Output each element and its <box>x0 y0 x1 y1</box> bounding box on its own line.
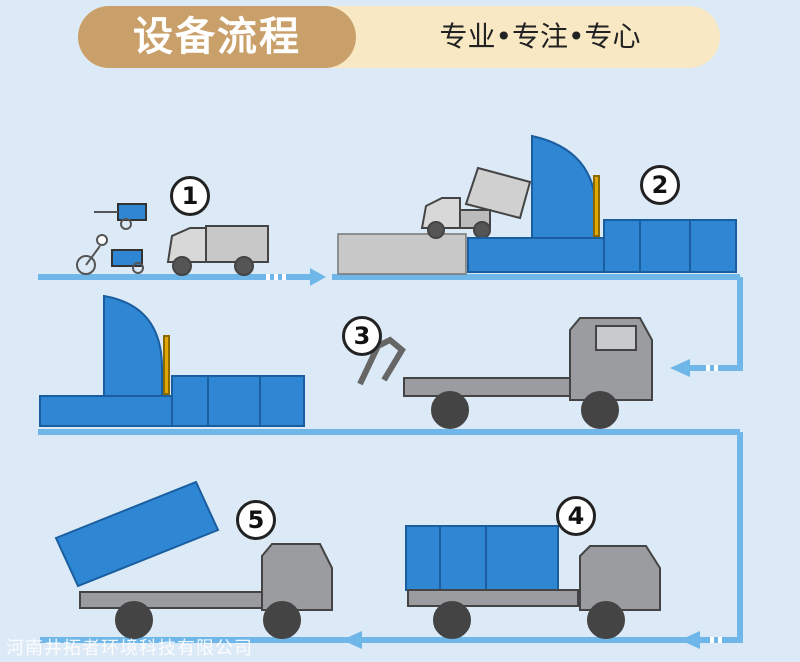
page-title: 设备流程 <box>133 14 301 60</box>
dumping-truck <box>420 166 532 239</box>
container-2 <box>603 219 737 273</box>
slogan-text: 专业•专注•专心 <box>439 20 641 53</box>
hooklift-truck-loaded <box>405 525 661 639</box>
tricycle-cart <box>76 203 147 275</box>
small-garbage-truck <box>166 225 269 276</box>
step-1-badge: 1 <box>170 176 210 216</box>
step-2-badge: 2 <box>640 165 680 205</box>
flow-dashes <box>266 274 722 643</box>
step-4-badge: 4 <box>556 496 596 536</box>
container-3 <box>171 375 305 427</box>
ground-station <box>337 233 467 275</box>
flow-lines <box>38 274 743 643</box>
title-pill <box>78 6 356 68</box>
company-watermark: 河南井拓者环境科技有限公司 <box>6 638 253 659</box>
compactor-hopper-3 <box>39 294 175 427</box>
step-3-badge: 3 <box>342 316 382 356</box>
flow-arrow-heads <box>310 268 700 649</box>
hooklift-truck-empty <box>357 317 653 429</box>
step-5-badge: 5 <box>236 500 276 540</box>
hooklift-truck-dumping <box>54 480 333 639</box>
